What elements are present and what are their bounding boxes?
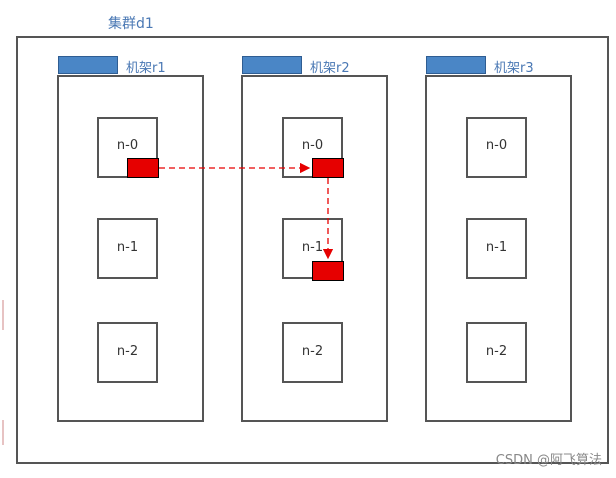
cluster-box xyxy=(16,36,609,464)
rack-box-r1 xyxy=(57,75,204,422)
rack-tab-r2 xyxy=(242,56,302,74)
left-edge-mark xyxy=(2,420,4,445)
replica-block-r1-n0 xyxy=(127,158,159,178)
rack-box-r2 xyxy=(241,75,388,422)
node-label: n-2 xyxy=(116,344,139,359)
node-label: n-2 xyxy=(485,344,508,359)
node-label: n-0 xyxy=(301,138,324,153)
node-label: n-1 xyxy=(301,240,324,255)
replica-block-r2-n1 xyxy=(312,261,344,281)
left-edge-mark xyxy=(2,300,4,330)
node-label: n-0 xyxy=(485,138,508,153)
node-r3-n2 xyxy=(466,322,527,383)
node-label: n-1 xyxy=(116,240,139,255)
node-r3-n0 xyxy=(466,117,527,178)
rack-tab-r1 xyxy=(58,56,118,74)
rack-box-r3 xyxy=(425,75,572,422)
node-r1-n1 xyxy=(97,218,158,279)
replica-block-r2-n0 xyxy=(312,158,344,178)
rack-label-r3: 机架r3 xyxy=(494,61,534,76)
cluster-label: 集群d1 xyxy=(108,16,154,32)
node-r2-n2 xyxy=(282,322,343,383)
node-r3-n1 xyxy=(466,218,527,279)
rack-label-r2: 机架r2 xyxy=(310,61,350,76)
node-label: n-0 xyxy=(116,138,139,153)
node-r1-n2 xyxy=(97,322,158,383)
rack-label-r1: 机架r1 xyxy=(126,61,166,76)
rack-tab-r3 xyxy=(426,56,486,74)
node-label: n-1 xyxy=(485,240,508,255)
node-label: n-2 xyxy=(301,344,324,359)
watermark: CSDN @阿飞算法 xyxy=(495,453,602,468)
